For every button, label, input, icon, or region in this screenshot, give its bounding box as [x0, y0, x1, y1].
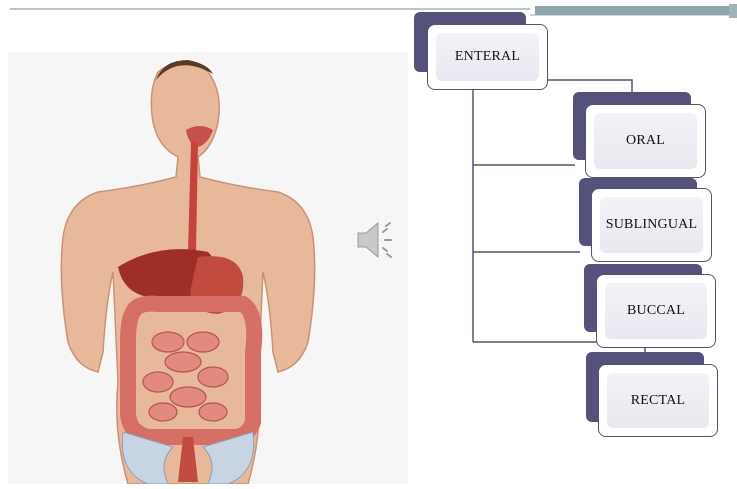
node-buccal: BUCCAL [584, 264, 724, 350]
node-label: RECTAL [607, 373, 709, 428]
node-label: ORAL [594, 113, 697, 169]
node-label: ENTERAL [436, 33, 539, 81]
node-enteral: ENTERAL [414, 12, 554, 92]
node-sublingual: SUBLINGUAL [579, 178, 719, 264]
node-oral: ORAL [573, 92, 713, 178]
node-label: SUBLINGUAL [600, 197, 703, 253]
node-rectal: RECTAL [586, 352, 726, 438]
node-label: BUCCAL [605, 283, 707, 339]
